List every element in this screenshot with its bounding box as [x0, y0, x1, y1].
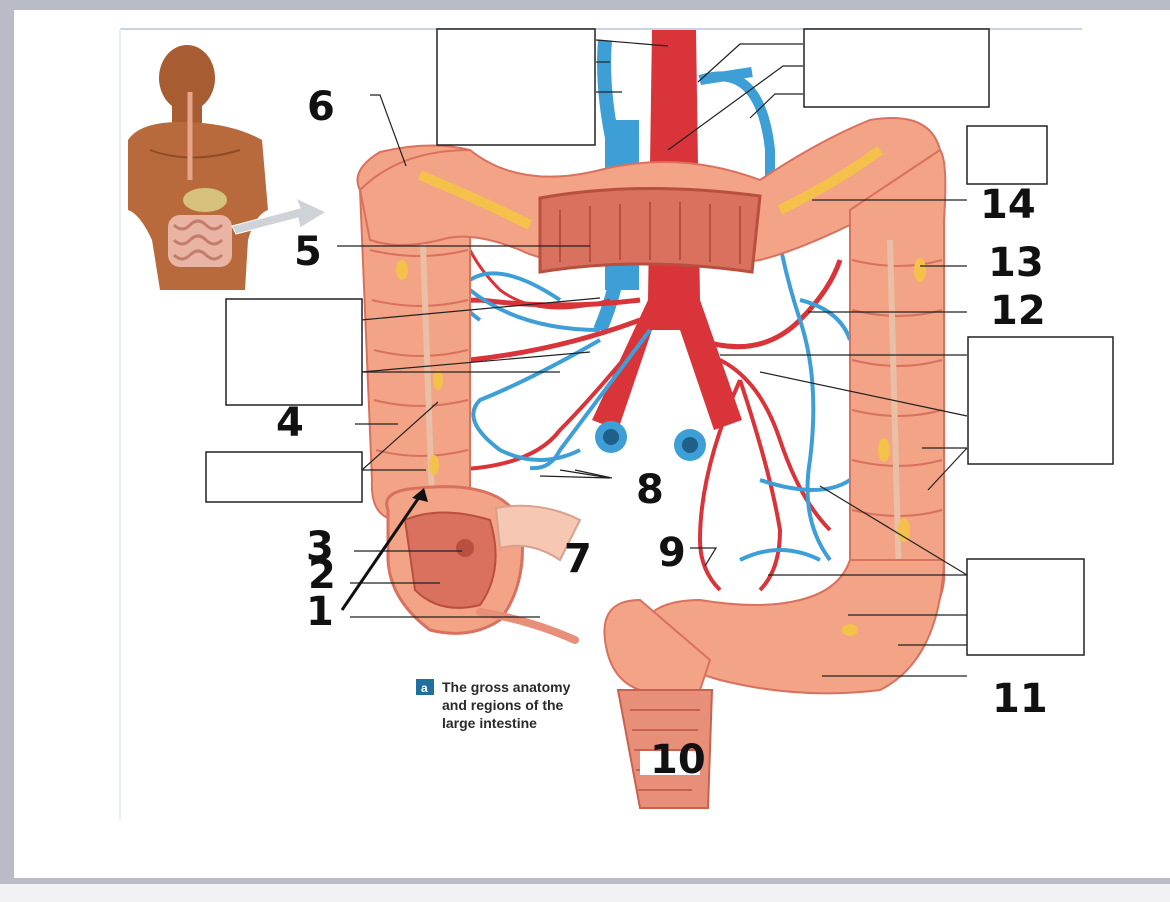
handwritten-label-1: 1	[306, 589, 334, 635]
handwritten-label-14: 14	[980, 182, 1036, 228]
answer-box-1[interactable]	[436, 28, 596, 146]
pointer-arrow	[231, 197, 328, 235]
leader-lines	[337, 39, 968, 677]
large-intestine	[356, 117, 947, 809]
caption-line-3: large intestine	[442, 715, 537, 731]
handwritten-label-2: 2	[308, 552, 336, 598]
human-figure	[128, 45, 328, 290]
caption-line-2: and regions of the	[442, 697, 564, 713]
caption-badge	[416, 679, 434, 695]
handwritten-label-7: 7	[564, 536, 592, 582]
handwritten-label-13: 13	[988, 240, 1044, 286]
handdrawn-arrow	[340, 489, 426, 611]
caption-line-1: The gross anatomy	[442, 679, 571, 695]
handwritten-label-4: 4	[276, 400, 304, 446]
handwritten-label-12: 12	[990, 288, 1046, 334]
handwritten-label-3: 3	[306, 524, 334, 570]
bottom-bar	[0, 884, 1170, 902]
answer-box-5[interactable]	[205, 451, 363, 503]
handwritten-label-11: 11	[992, 676, 1048, 722]
figure-caption: a The gross anatomy and regions of the l…	[416, 679, 571, 731]
handwritten-label-6: 6	[307, 84, 335, 130]
answer-box-2[interactable]	[803, 28, 990, 108]
answer-boxes	[205, 28, 1114, 656]
answer-box-7[interactable]	[966, 558, 1085, 656]
handwritten-numbers: 6 5 4 3 2 1 7 8 9 10 11 12 13 14	[276, 84, 1048, 783]
handwritten-label-9: 9	[658, 530, 686, 576]
caption-badge-letter: a	[421, 681, 428, 695]
handwritten-label-8: 8	[636, 467, 664, 513]
answer-box-4[interactable]	[225, 298, 363, 406]
handwritten-label-10: 10	[650, 737, 706, 783]
answer-box-6[interactable]	[967, 336, 1114, 465]
handwritten-label-5: 5	[294, 229, 322, 275]
answer-box-3[interactable]	[966, 125, 1048, 185]
